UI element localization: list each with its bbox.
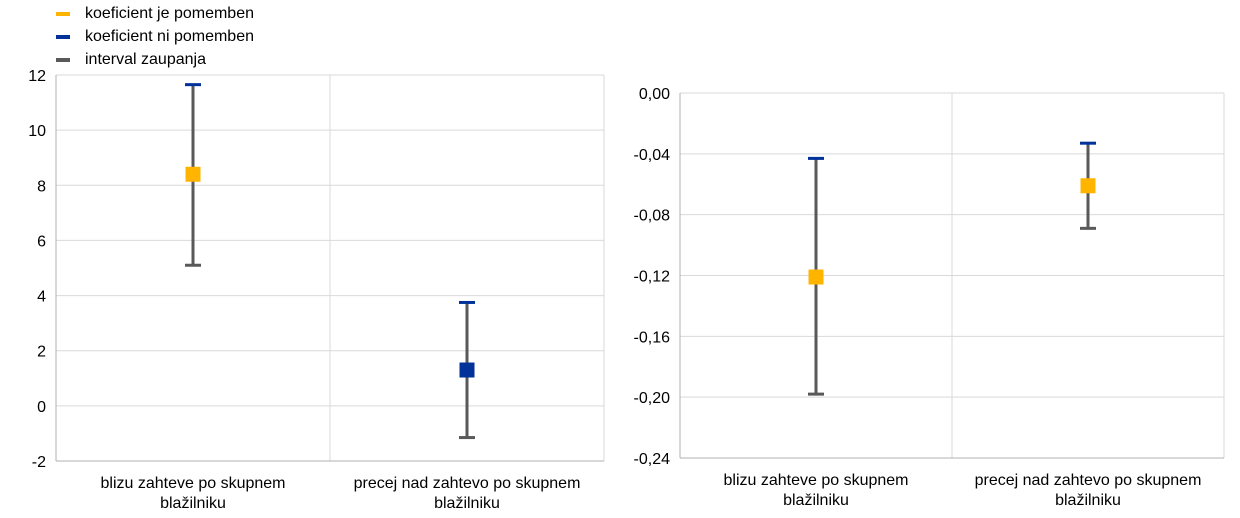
right-chart-category-label: blažilniku: [1055, 492, 1121, 509]
right-chart-point-marker: [808, 269, 824, 285]
left-chart-y-tick-label: 2: [37, 344, 46, 361]
legend-item-not-significant: koeficient ni pomemben: [56, 25, 254, 48]
legend-swatch-interval: [56, 57, 70, 62]
right-chart-y-tick-label: -0,24: [634, 451, 671, 468]
right-chart-y-tick-label: -0,20: [634, 390, 671, 407]
legend-label-significant: koeficient je pomemben: [85, 4, 254, 22]
chart-left: -2 0 2 4 6 8 10 12 blizu zahteve po skupnem blaži…: [28, 68, 605, 512]
chart-right: -0,24 -0,20 -0,16 -0,12 -0,08 -0,04 0,00 blizu …: [634, 86, 1225, 509]
legend-swatch-not-significant: [56, 34, 70, 39]
legend-item-interval: interval zaupanja: [56, 48, 254, 71]
left-chart-y-tick-label: -2: [32, 454, 46, 471]
legend-item-significant: koeficient je pomemben: [56, 2, 254, 25]
right-chart-category-label: blažilniku: [783, 492, 849, 509]
left-chart-y-tick-label: 10: [28, 123, 46, 140]
left-chart-category-label: precej nad zahtevo po skupnem: [354, 475, 581, 492]
right-chart-y-tick-label: -0,12: [634, 269, 671, 286]
right-chart-y-tick-label: -0,04: [634, 147, 671, 164]
right-chart-y-tick-label: -0,08: [634, 208, 671, 225]
left-chart-y-tick-label: 4: [37, 289, 46, 306]
right-chart-y-tick-label: 0,00: [639, 86, 670, 103]
right-chart-y-tick-label: -0,16: [634, 329, 671, 346]
legend-swatch-significant: [56, 11, 70, 16]
right-chart-category-label: precej nad zahtevo po skupnem: [975, 472, 1202, 489]
left-chart-y-tick-label: 0: [37, 399, 46, 416]
left-chart-category-label: blažilniku: [160, 495, 226, 512]
right-chart-category-label: blizu zahteve po skupnem: [724, 472, 909, 489]
legend: koeficient je pomemben koeficient ni pom…: [56, 2, 254, 71]
left-chart-y-tick-label: 6: [37, 233, 46, 250]
right-chart-point-marker: [1080, 178, 1096, 194]
left-chart-category-label: blizu zahteve po skupnem: [101, 475, 286, 492]
left-chart-category-label: blažilniku: [434, 495, 500, 512]
legend-label-interval: interval zaupanja: [85, 50, 206, 68]
left-chart-point-marker: [185, 166, 201, 182]
left-chart-y-tick-label: 12: [28, 68, 46, 85]
left-chart-point-marker: [459, 362, 475, 378]
left-chart-y-tick-label: 8: [37, 178, 46, 195]
legend-label-not-significant: koeficient ni pomemben: [85, 27, 254, 45]
